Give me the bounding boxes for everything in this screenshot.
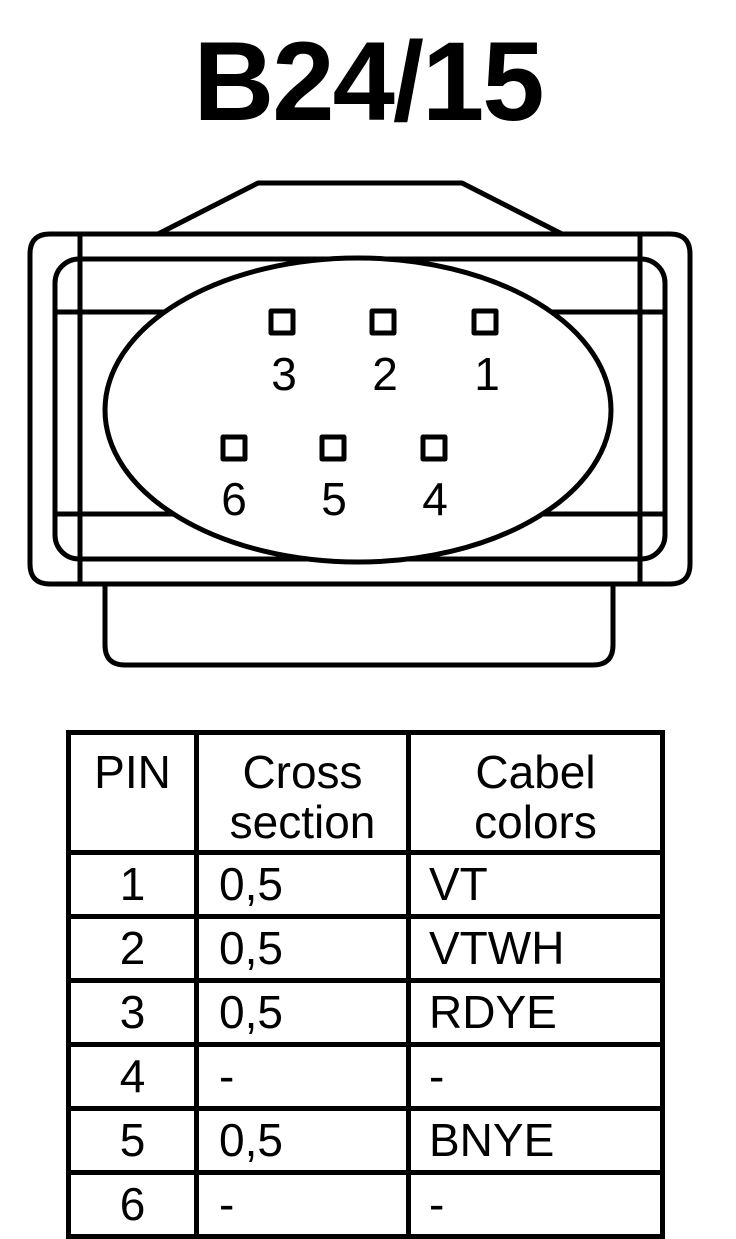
pin-3-label: 3: [271, 348, 297, 400]
pin-6-label: 6: [221, 473, 247, 525]
pin-5-contact: [319, 434, 347, 462]
table-row: 4 - -: [66, 1042, 665, 1111]
cell-cable-color: VT: [406, 850, 665, 919]
header-color-line2: colors: [474, 796, 597, 848]
pin-4-contact: [420, 434, 448, 462]
connector-top-tab: [156, 180, 564, 237]
cell-cross-section: 0,5: [194, 850, 411, 919]
cell-cross-section: 0,5: [194, 914, 411, 983]
cell-pin: 2: [66, 914, 199, 983]
header-cross-line1: Cross: [242, 746, 363, 798]
pin-2-label: 2: [372, 348, 398, 400]
pin-4-label: 4: [422, 473, 448, 525]
cell-pin: 6: [66, 1170, 199, 1239]
cell-pin: 3: [66, 978, 199, 1047]
table-row: 2 0,5 VTWH: [66, 914, 665, 983]
cell-pin: 4: [66, 1042, 199, 1111]
cell-cable-color: RDYE: [406, 978, 665, 1047]
cell-cable-color: VTWH: [406, 914, 665, 983]
pin-1-label: 1: [474, 348, 500, 400]
cell-cross-section: -: [194, 1170, 411, 1239]
pin-5-label: 5: [321, 473, 347, 525]
pin-2-contact: [369, 308, 397, 336]
cell-cross-section: 0,5: [194, 1106, 411, 1175]
header-pin-label: PIN: [94, 746, 171, 798]
table-row: 6 - -: [66, 1170, 665, 1239]
header-pin: PIN: [66, 730, 199, 855]
header-color-line1: Cabel: [475, 746, 596, 798]
cell-cross-section: -: [194, 1042, 411, 1111]
cell-cable-color: -: [406, 1170, 665, 1239]
table-row: 3 0,5 RDYE: [66, 978, 665, 1047]
connector-bottom-tab: [102, 584, 616, 668]
cell-cable-color: -: [406, 1042, 665, 1111]
diagram-title: B24/15: [193, 19, 544, 144]
header-cross-line2: section: [229, 796, 376, 848]
connector-pin-face: [102, 255, 614, 565]
header-cross-section: Cross section: [194, 730, 411, 855]
cell-cable-color: BNYE: [406, 1106, 665, 1175]
table-header-row: PIN Cross section Cabel colors: [66, 730, 665, 855]
table-row: 1 0,5 VT: [66, 850, 665, 919]
connector-inner-frame: [77, 231, 643, 587]
cell-pin: 1: [66, 850, 199, 919]
pin-assignment-table: PIN Cross section Cabel colors 1 0,5 VT …: [66, 730, 665, 1239]
cell-pin: 5: [66, 1106, 199, 1175]
header-cable-colors: Cabel colors: [406, 730, 665, 855]
pin-1-contact: [471, 308, 499, 336]
table-row: 5 0,5 BNYE: [66, 1106, 665, 1175]
cell-cross-section: 0,5: [194, 978, 411, 1047]
connector-diagram: 3 2 1 6 5 4: [27, 180, 693, 668]
pin-6-contact: [220, 434, 248, 462]
pin-3-contact: [268, 308, 296, 336]
